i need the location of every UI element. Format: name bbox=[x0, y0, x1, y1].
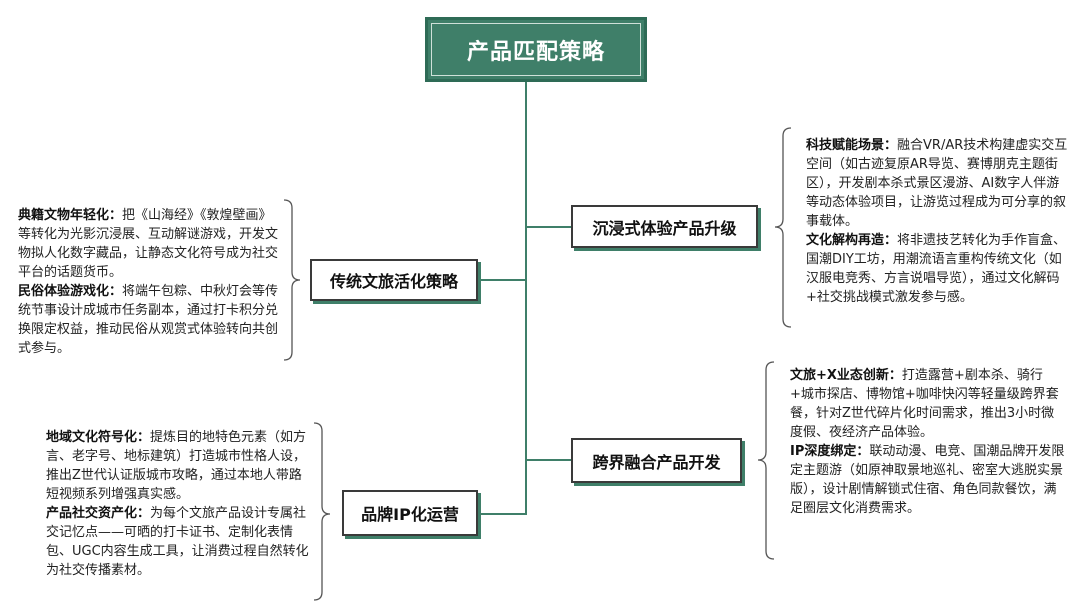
root-title: 产品匹配策略 bbox=[466, 39, 605, 65]
root-title-box: 产品匹配策略 bbox=[425, 17, 647, 82]
desc-traditional-item-1: 典籍文物年轻化：把《山海经》《敦煌壁画》等转化为光影沉浸展、互动解谜游戏，开发文… bbox=[18, 208, 279, 280]
node-brand-ip: 品牌IP化运营 bbox=[342, 490, 478, 536]
desc-crossover-item-1: 文旅+X业态创新：打造露营+剧本杀、骑行+城市探店、博物馆+咖啡快闪等轻量级跨界… bbox=[790, 368, 1059, 440]
node-immersive: 沉浸式体验产品升级 bbox=[571, 205, 758, 248]
brace-brand-ip bbox=[313, 422, 331, 601]
node-traditional-label: 传统文旅活化策略 bbox=[329, 272, 458, 291]
node-traditional: 传统文旅活化策略 bbox=[310, 259, 478, 301]
node-immersive-label: 沉浸式体验产品升级 bbox=[592, 218, 737, 238]
desc-traditional: 典籍文物年轻化：把《山海经》《敦煌壁画》等转化为光影沉浸展、互动解谜游戏，开发文… bbox=[18, 206, 280, 358]
desc-brand-ip: 地域文化符号化：提炼目的地特色元素（如方言、老字号、地标建筑）打造城市性格人设，… bbox=[46, 428, 312, 580]
brace-immersive bbox=[774, 127, 792, 328]
desc-crossover-item-2: IP深度绑定：联动动漫、电竞、国潮品牌开发限定主题游（如原神取景地巡礼、密室大逃… bbox=[790, 444, 1065, 516]
desc-immersive-item-1: 科技赋能场景：融合VR/AR技术构建虚实交互空间（如古迹复原AR导览、赛博朋克主… bbox=[806, 138, 1068, 229]
desc-immersive: 科技赋能场景：融合VR/AR技术构建虚实交互空间（如古迹复原AR导览、赛博朋克主… bbox=[806, 136, 1068, 307]
desc-brand-ip-item-1: 地域文化符号化：提炼目的地特色元素（如方言、老字号、地标建筑）打造城市性格人设，… bbox=[46, 430, 307, 502]
brace-traditional bbox=[283, 199, 301, 361]
desc-traditional-item-2: 民俗体验游戏化：将端午包粽、中秋灯会等传统节事设计成城市任务副本，通过打卡积分兑… bbox=[18, 284, 279, 356]
node-crossover-label: 跨界融合产品开发 bbox=[592, 452, 721, 472]
node-brand-ip-label: 品牌IP化运营 bbox=[361, 505, 459, 524]
desc-immersive-item-2: 文化解构再造：将非遗技艺转化为手作盲盒、国潮DIY工坊，用潮流语言重构传统文化（… bbox=[806, 233, 1067, 305]
desc-brand-ip-item-2: 产品社交资产化：为每个文旅产品设计专属社交记忆点——可晒的打卡证书、定制化表情包… bbox=[46, 506, 309, 578]
brace-crossover bbox=[757, 361, 775, 560]
desc-crossover: 文旅+X业态创新：打造露营+剧本杀、骑行+城市探店、博物馆+咖啡快闪等轻量级跨界… bbox=[790, 366, 1065, 518]
node-crossover: 跨界融合产品开发 bbox=[571, 438, 742, 483]
